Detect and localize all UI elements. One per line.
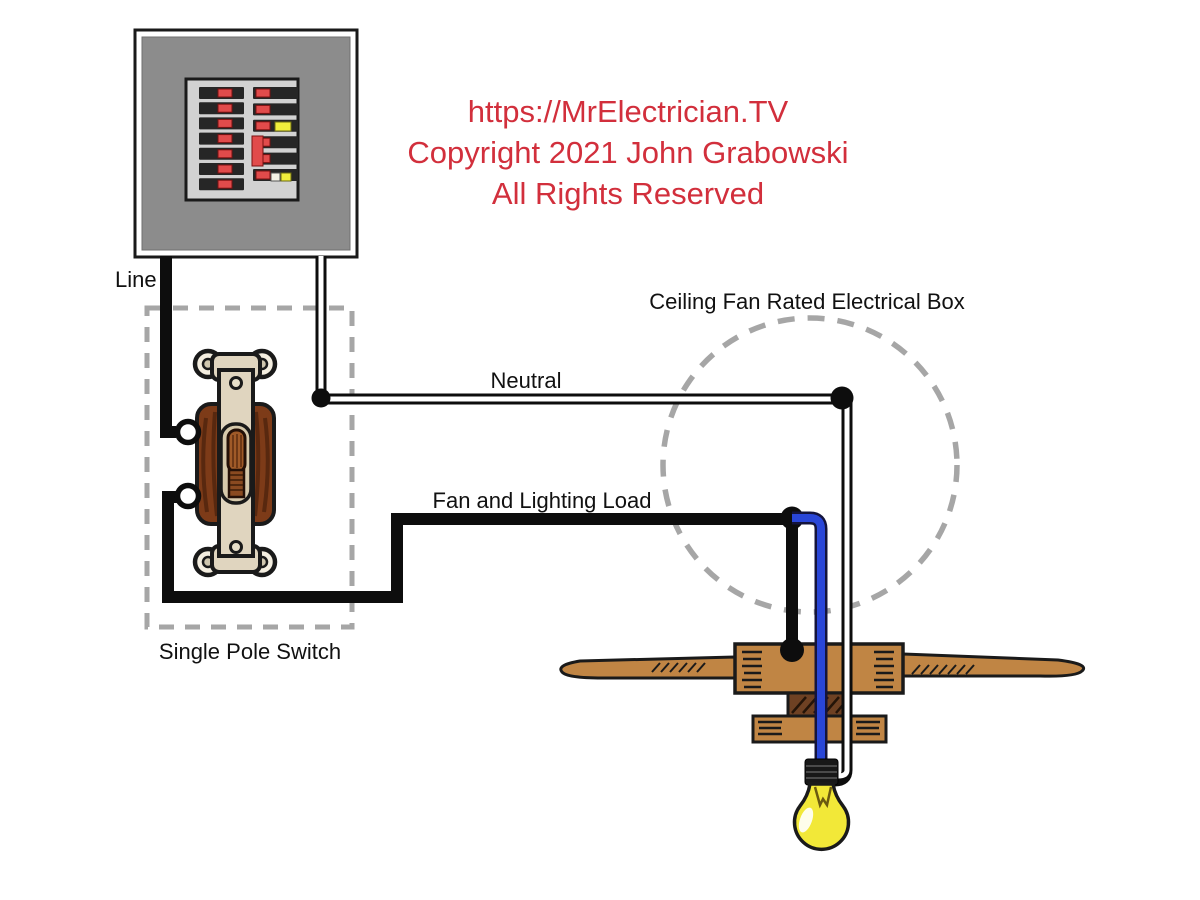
- blue-wire: [792, 514, 825, 764]
- switch-box-dashed-outline: [144, 305, 355, 630]
- single-pole-switch-label: Single Pole Switch: [159, 639, 341, 664]
- breaker-panel: [133, 28, 359, 259]
- breaker-accent-yellow2: [280, 172, 292, 182]
- ceiling-box-label: Ceiling Fan Rated Electrical Box: [649, 289, 964, 314]
- strap-screw-bottom: [229, 540, 243, 554]
- switch-toggle-rib-lines: [230, 474, 243, 491]
- light-bulb: [792, 758, 851, 852]
- strap-screw-top: [229, 376, 243, 390]
- motor-hatching-right: [874, 650, 894, 689]
- neutral-junction-dot-right: [830, 386, 854, 410]
- breaker-toggle: [255, 104, 271, 114]
- breaker-column-left: [199, 87, 244, 191]
- terminal-loop-top: [174, 418, 202, 446]
- load-wire: [162, 491, 792, 603]
- breaker-toggle: [217, 103, 233, 113]
- load-label: Fan and Lighting Load: [433, 488, 652, 513]
- breaker-toggle: [217, 179, 233, 189]
- switch-toggle-ribs: [227, 468, 246, 499]
- fan-motor-wire-end-dot: [780, 638, 804, 662]
- fan-blade-left: [559, 655, 737, 680]
- neutral-junction-dot-left: [311, 388, 331, 408]
- breaker-accent-yellow: [274, 121, 292, 132]
- breaker-toggle: [217, 134, 233, 144]
- bulb-globe: [792, 782, 851, 852]
- breaker-toggle: [217, 118, 233, 128]
- neutral-label: Neutral: [491, 368, 562, 393]
- ceiling-box-dashed-circle: [660, 315, 960, 615]
- breaker-toggle: [217, 149, 233, 159]
- light-kit-hatching-left: [758, 720, 782, 736]
- motor-hatching-left: [742, 650, 762, 689]
- copyright-owner: Copyright 2021 John Grabowski: [407, 135, 848, 170]
- switch-toggle-ridges: [232, 434, 242, 468]
- blade-hatching-right: [911, 664, 975, 675]
- breaker-accent-white: [270, 172, 281, 182]
- fan-blade-right: [901, 652, 1085, 678]
- breaker-toggle: [217, 88, 233, 98]
- light-kit-hatching-right: [856, 720, 880, 736]
- breaker-main-red: [251, 135, 264, 167]
- single-pole-switch: [174, 348, 278, 578]
- copyright-rights: All Rights Reserved: [492, 176, 764, 211]
- breaker-toggle: [217, 164, 233, 174]
- breaker-toggle: [255, 88, 271, 98]
- bulb-highlight: [798, 807, 814, 833]
- copyright-block: https://MrElectrician.TV Copyright 2021 …: [407, 94, 848, 211]
- copyright-url: https://MrElectrician.TV: [468, 94, 789, 129]
- bulb-socket-ridges: [806, 765, 837, 779]
- terminal-loop-bottom: [174, 482, 202, 510]
- breaker-toggle: [255, 121, 271, 131]
- breaker-toggle: [255, 170, 271, 180]
- blade-hatching-left: [651, 662, 706, 673]
- line-label: Line: [115, 267, 157, 292]
- bulb-filament: [813, 786, 833, 809]
- line-wire: [160, 256, 176, 438]
- switch-body-grain: [201, 411, 270, 517]
